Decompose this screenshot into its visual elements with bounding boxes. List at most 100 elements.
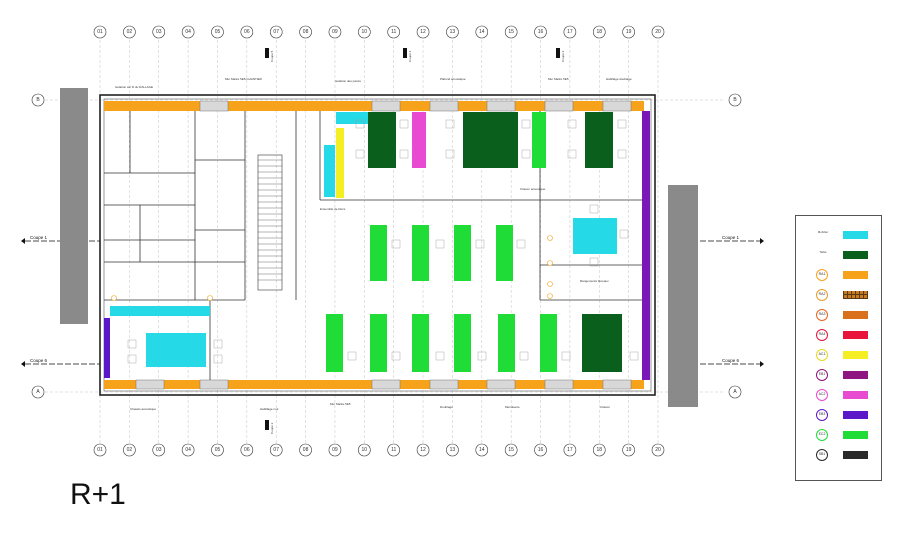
grid-column-label: 03: [156, 29, 162, 35]
svg-text:Chassis acoustique: Chassis acoustique: [130, 407, 156, 411]
grid-column-marker: [123, 443, 136, 457]
cyan-table-right: [573, 218, 617, 254]
legend-swatch: [843, 411, 868, 419]
legend-row: RA4: [796, 326, 883, 344]
svg-text:Isolation sur lit du DALLAGE: Isolation sur lit du DALLAGE: [115, 85, 153, 89]
legend-swatch: [843, 251, 868, 259]
grid-row-label: B: [36, 97, 40, 103]
section-mark-label: Coupe 6: [30, 358, 48, 363]
grid-column-marker: [240, 443, 254, 457]
grid-column-marker: [622, 25, 635, 39]
section-mark-label: Coupe 6: [722, 358, 740, 363]
svg-text:Menuiserie: Menuiserie: [505, 405, 520, 409]
grid-column-label: 01: [97, 29, 103, 35]
grid-column-label: 11: [391, 447, 396, 453]
grid-column-marker: [534, 443, 547, 457]
grid-column-marker: [211, 443, 224, 457]
left-grey-block: [60, 88, 88, 324]
grid-row-label: A: [36, 389, 40, 395]
grid-column-label: 11: [391, 29, 396, 35]
grid-column-label: 07: [273, 447, 279, 453]
svg-text:Mur Maitre 5E5-CHANTIER: Mur Maitre 5E5-CHANTIER: [225, 77, 263, 81]
grid-column-marker: [563, 443, 577, 457]
section-mark-label: Coupe 1: [30, 235, 48, 240]
grid-row-marker: [728, 93, 742, 107]
grid-column-marker: [240, 25, 254, 39]
grid-column-label: 18: [596, 447, 602, 453]
grid-column-marker: [93, 443, 107, 457]
legend-swatch: [843, 311, 868, 319]
legend-row: RA1: [796, 266, 883, 284]
legend-badge: EB3: [816, 409, 828, 421]
svg-text:Mur Maitre 5E5: Mur Maitre 5E5: [548, 77, 569, 81]
grid-column-marker: [181, 443, 195, 457]
grid-column-marker: [416, 25, 430, 39]
legend-text: Table: [819, 250, 827, 254]
grid-column-label: 14: [479, 447, 485, 453]
dark-green-table: [582, 314, 622, 372]
grid-column-label: 03: [156, 447, 162, 453]
grid-column-marker: [358, 443, 371, 457]
grid-column-marker: [592, 443, 606, 457]
grid-column-marker: [446, 443, 459, 457]
grid-column-label: 09: [332, 447, 338, 453]
grid-column-label: 10: [362, 447, 368, 453]
legend-swatch: [843, 231, 868, 239]
cyan-top-strip: [336, 112, 368, 124]
vertical-section-label: Coupe 2: [561, 50, 565, 62]
grid-column-label: 06: [244, 447, 250, 453]
svg-text:Rangements bureaux: Rangements bureaux: [580, 279, 609, 283]
legend-row: EB1: [796, 366, 883, 384]
annotations: Isolation sur lit du DALLAGE Mur Maitre …: [115, 77, 632, 411]
dark-green-table: [368, 112, 396, 168]
legend-swatch: [843, 331, 868, 339]
grid-column-marker: [181, 25, 195, 39]
grid-column-marker: [416, 443, 430, 457]
grid-column-label: 12: [420, 447, 426, 453]
grid-column-marker: [358, 25, 371, 39]
grid-column-marker: [299, 443, 312, 457]
legend-badge: RA1: [816, 269, 828, 281]
legend-badge: EC2: [816, 429, 828, 441]
grid-lines: 0101020203030404050506060707080809091010…: [21, 25, 764, 457]
green-table: [412, 225, 429, 281]
green-table: [496, 225, 513, 281]
grid-row-marker: [31, 385, 45, 399]
legend-badge: RA3: [816, 309, 828, 321]
svg-text:Mur Maitre 5E5: Mur Maitre 5E5: [330, 402, 351, 406]
grid-column-label: 17: [567, 447, 573, 453]
purple-wall-strip: [642, 111, 650, 380]
grid-column-marker: [123, 25, 136, 39]
building-walls: [60, 88, 698, 407]
level-label: R+1: [70, 478, 126, 511]
grid-column-marker: [504, 443, 518, 457]
grid-column-marker: [387, 443, 400, 457]
grid-column-label: 04: [185, 29, 191, 35]
grid-column-marker: [387, 25, 400, 39]
cyan-strip-left: [110, 306, 210, 316]
grid-column-marker: [504, 25, 518, 39]
grid-column-label: 18: [596, 29, 602, 35]
legend-row: EB3: [796, 406, 883, 424]
grid-column-marker: [328, 443, 342, 457]
grid-column-marker: [152, 443, 166, 457]
dark-green-table: [463, 112, 518, 168]
furniture: [110, 112, 639, 372]
grid-column-label: 10: [362, 29, 368, 35]
grid-column-label: 15: [508, 447, 514, 453]
legend-swatch: [843, 291, 868, 299]
grid-column-marker: [622, 443, 635, 457]
svg-text:Ensemble de blocs: Ensemble de blocs: [320, 207, 346, 211]
green-table: [540, 314, 557, 372]
legend-row: AC1: [796, 346, 883, 364]
legend-row: SB1: [796, 446, 883, 464]
legend-row: AC2: [796, 386, 883, 404]
legend-badge: AC2: [816, 389, 828, 401]
pink-table: [412, 112, 426, 168]
legend-row: Table: [796, 246, 883, 264]
green-table: [532, 112, 546, 168]
legend-swatch: [843, 351, 868, 359]
grid-row-marker: [728, 385, 742, 399]
